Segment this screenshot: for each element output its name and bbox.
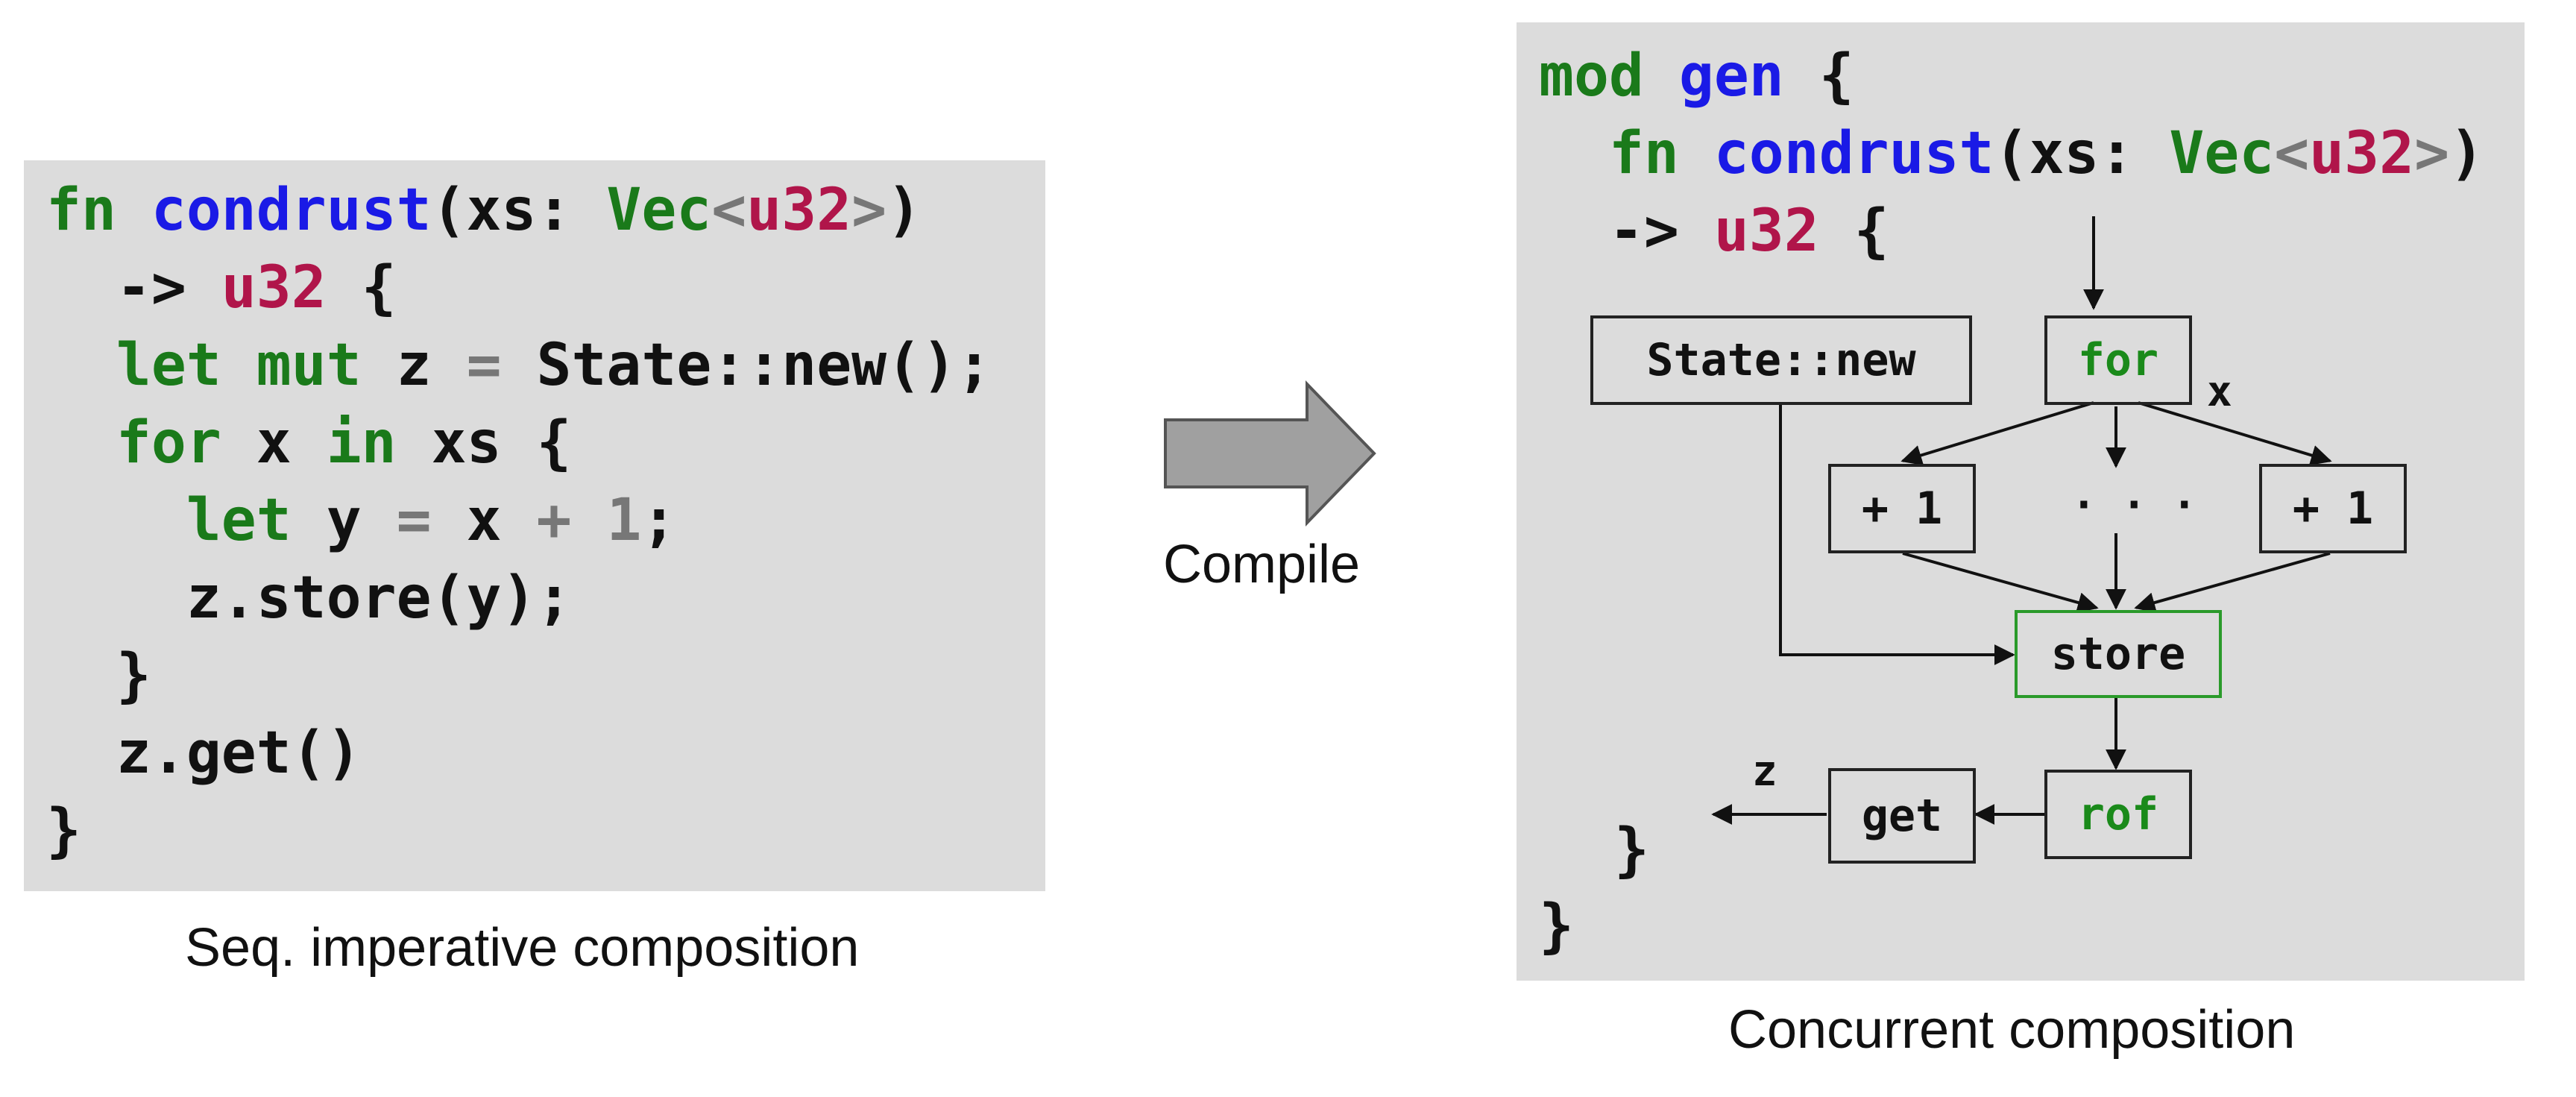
concurrent-code: mod gen { fn condrust(xs: Vec<u32>) -> u… [1539,37,2484,270]
x-label: x [2207,368,2232,416]
dots-label: · · · [2071,481,2197,529]
code-line-3: let mut z = State::new(); [116,332,992,399]
for-node: for [2044,315,2192,405]
left-caption: Seq. imperative composition [185,918,860,978]
inner-close-brace: } [1614,817,1649,884]
code-line-2: fn condrust(xs: Vec<u32>) [1608,120,2484,187]
code-line-8: z.get() [116,720,362,787]
code-line-1: fn condrust(xs: Vec<u32>) [46,177,922,244]
compile-label: Compile [1163,535,1361,594]
outer-close-brace: } [1539,893,1574,960]
state-new-node: State::new [1590,315,1972,405]
code-line-6: z.store(y); [186,565,572,632]
plus-one-right-node: + 1 [2259,464,2407,553]
concurrent-code-panel [1517,22,2525,981]
right-caption: Concurrent composition [1728,1000,2296,1060]
code-line-4: for x in xs { [116,409,572,477]
sequential-code: fn condrust(xs: Vec<u32>) -> u32 { let m… [46,172,992,870]
code-line-2: -> u32 { [116,254,397,321]
plus-one-left-node: + 1 [1828,464,1976,553]
z-label: z [1752,747,1777,796]
store-node: store [2015,610,2222,698]
code-line-7: } [116,642,151,709]
code-line-9: } [46,797,81,864]
code-line-3: -> u32 { [1608,198,1889,265]
code-line-5: let y = x + 1; [186,487,677,554]
rof-node: rof [2044,770,2192,859]
sequential-code-panel [24,160,1045,891]
code-line-1: mod gen { [1539,43,1854,110]
get-node: get [1828,768,1976,864]
